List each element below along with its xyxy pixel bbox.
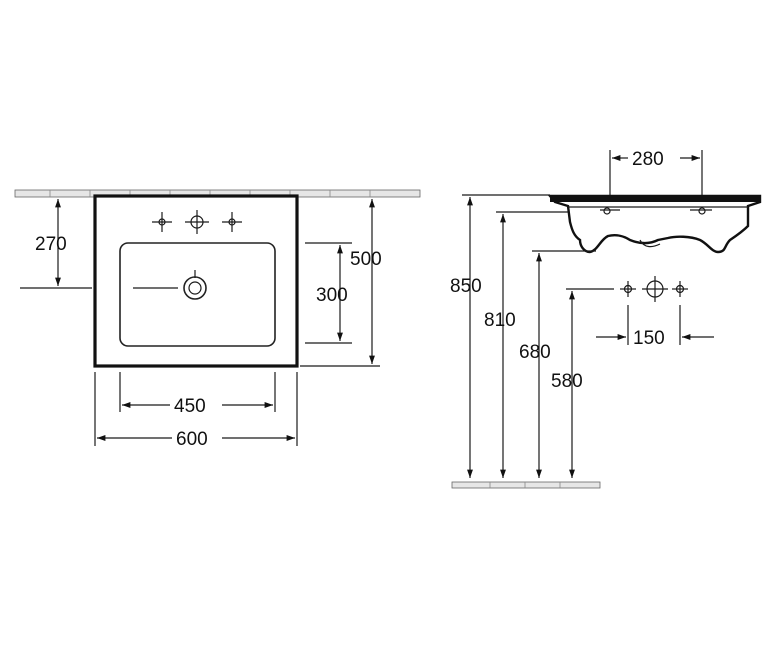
dimension-500: [300, 199, 380, 367]
side-tap-hole-right: [672, 281, 688, 297]
tap-hole-marker-right: [222, 212, 242, 232]
dimension-850: [462, 194, 550, 478]
bowl-outline: [119, 242, 276, 347]
side-tap-hole-left: [620, 281, 636, 297]
side-view: 280: [450, 149, 762, 489]
label-500: 500: [350, 249, 382, 270]
dimension-580: [566, 288, 614, 478]
label-270: 270: [35, 234, 67, 255]
dimension-300: [305, 242, 352, 344]
tap-hole-marker-center: [185, 210, 209, 234]
side-tap-hole-center: [642, 276, 668, 302]
dimension-810: [496, 211, 568, 478]
label-680: 680: [519, 342, 551, 363]
side-tap-hole-markers: [620, 276, 688, 302]
tap-hole-marker-left: [152, 212, 172, 232]
label-810: 810: [484, 310, 516, 331]
dimension-600: [94, 372, 298, 446]
floor-strip: [451, 481, 601, 489]
drain-icon: [133, 270, 207, 300]
label-280: 280: [632, 149, 664, 170]
label-450: 450: [174, 396, 206, 417]
top-view: 270 500 300 450 600: [14, 189, 421, 450]
label-580: 580: [551, 371, 583, 392]
basin-profile: [547, 194, 762, 254]
dimension-680: [532, 250, 596, 478]
basin-outline: [93, 194, 299, 368]
label-150: 150: [633, 328, 665, 349]
tap-hole-markers: [152, 210, 242, 234]
dimension-270: [20, 199, 92, 289]
label-850: 850: [450, 276, 482, 297]
label-600: 600: [176, 429, 208, 450]
dimension-150: [596, 305, 714, 345]
label-300: 300: [316, 285, 348, 306]
dimension-450: [119, 372, 276, 412]
